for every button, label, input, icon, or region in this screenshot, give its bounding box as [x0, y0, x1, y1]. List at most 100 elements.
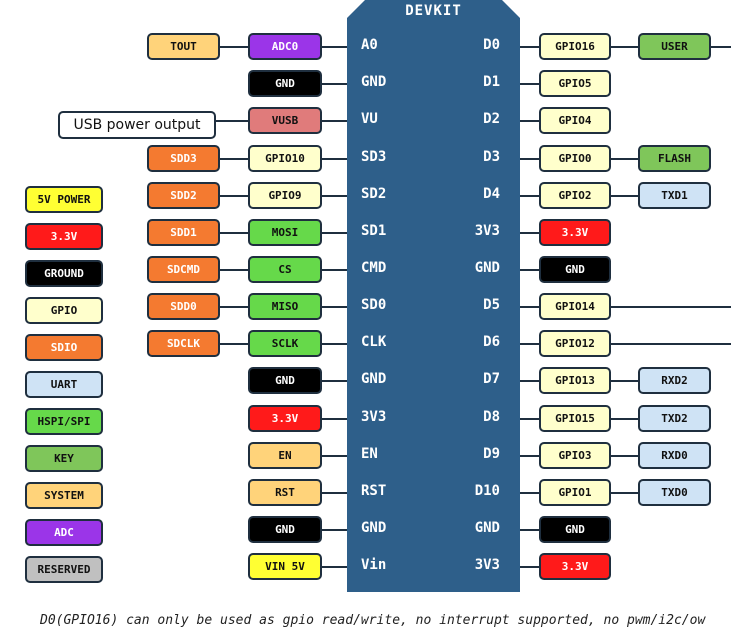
legend-item: UART	[25, 371, 103, 398]
pin-connector-line	[220, 195, 248, 197]
pin-connector-line	[611, 195, 638, 197]
board-pin-label-left: Vin	[361, 557, 387, 573]
left-alt-function-box: SDD3	[147, 145, 220, 172]
pin-connector-line	[520, 566, 539, 568]
board-pin-label-right: D5	[483, 297, 500, 313]
left-function-box: GPIO10	[248, 145, 322, 172]
board-pin-label-right: D1	[483, 74, 500, 90]
legend-item: ADC	[25, 519, 103, 546]
board-pin-label-left: CLK	[361, 334, 387, 350]
pin-connector-line	[220, 46, 248, 48]
pin-connector-line	[611, 455, 638, 457]
devkit-board	[347, 0, 520, 592]
right-function-box: GPIO1	[539, 479, 611, 506]
right-alt-function-box: TXD0	[638, 479, 711, 506]
board-pin-label-right: D10	[474, 483, 500, 499]
pin-connector-line	[220, 232, 248, 234]
legend-item: SDIO	[25, 334, 103, 361]
pin-connector-line	[216, 120, 248, 122]
board-pin-label-left: A0	[361, 37, 378, 53]
board-pin-label-right: GND	[474, 260, 500, 276]
board-pin-label-right: D7	[483, 371, 500, 387]
pin-connector-line	[322, 83, 347, 85]
pin-connector-line	[322, 418, 347, 420]
pin-connector-line	[520, 232, 539, 234]
pin-connector-line	[611, 158, 638, 160]
left-function-box: SCLK	[248, 330, 322, 357]
legend-item: GPIO	[25, 297, 103, 324]
left-function-box: MISO	[248, 293, 322, 320]
pin-connector-line	[520, 492, 539, 494]
pin-connector-line	[220, 343, 248, 345]
legend-item: 5V POWER	[25, 186, 103, 213]
board-pin-label-left: SD2	[361, 186, 387, 202]
right-function-box: GPIO4	[539, 107, 611, 134]
left-alt-function-box: SDD1	[147, 219, 220, 246]
pin-connector-line	[611, 492, 638, 494]
left-function-box: ADC0	[248, 33, 322, 60]
right-function-box: GPIO15	[539, 405, 611, 432]
board-pin-label-left: VU	[361, 111, 378, 127]
board-pin-label-left: 3V3	[361, 409, 387, 425]
pin-connector-line	[520, 120, 539, 122]
pin-connector-line	[711, 46, 731, 48]
left-function-box: EN	[248, 442, 322, 469]
board-pin-label-right: D6	[483, 334, 500, 350]
left-alt-function-box: TOUT	[147, 33, 220, 60]
pin-connector-line	[611, 306, 731, 308]
left-function-box: 3.3V	[248, 405, 322, 432]
pin-connector-line	[520, 380, 539, 382]
left-function-box: MOSI	[248, 219, 322, 246]
right-alt-function-box: FLASH	[638, 145, 711, 172]
right-alt-function-box: RXD0	[638, 442, 711, 469]
pin-connector-line	[322, 232, 347, 234]
pin-connector-line	[220, 158, 248, 160]
pin-connector-line	[611, 418, 638, 420]
board-pin-label-left: RST	[361, 483, 387, 499]
left-function-box: VIN 5V	[248, 553, 322, 580]
legend-item: GROUND	[25, 260, 103, 287]
pin-connector-line	[520, 306, 539, 308]
left-alt-function-box: SDD2	[147, 182, 220, 209]
left-alt-function-box: SDCLK	[147, 330, 220, 357]
right-alt-function-box: USER	[638, 33, 711, 60]
left-function-box: GND	[248, 516, 322, 543]
pin-connector-line	[322, 120, 347, 122]
pin-connector-line	[520, 529, 539, 531]
board-pin-label-left: SD0	[361, 297, 387, 313]
pin-connector-line	[220, 269, 248, 271]
right-function-box: GND	[539, 516, 611, 543]
left-alt-function-box: SDD0	[147, 293, 220, 320]
pin-connector-line	[322, 195, 347, 197]
board-pin-label-right: D0	[483, 37, 500, 53]
board-pin-label-right: 3V3	[474, 223, 500, 239]
legend-item: 3.3V	[25, 223, 103, 250]
usb-power-output-label: USB power output	[58, 111, 216, 139]
board-pin-label-left: EN	[361, 446, 378, 462]
left-function-box: GPIO9	[248, 182, 322, 209]
left-function-box: RST	[248, 479, 322, 506]
pin-connector-line	[520, 158, 539, 160]
right-alt-function-box: TXD1	[638, 182, 711, 209]
pin-connector-line	[322, 455, 347, 457]
pin-connector-line	[322, 492, 347, 494]
pin-connector-line	[322, 269, 347, 271]
right-function-box: GPIO0	[539, 145, 611, 172]
board-pin-label-right: GND	[474, 520, 500, 536]
legend-item: KEY	[25, 445, 103, 472]
board-title: DEVKIT	[405, 3, 462, 19]
board-pin-label-right: D8	[483, 409, 500, 425]
pin-connector-line	[322, 158, 347, 160]
board-pin-label-left: SD3	[361, 149, 387, 165]
right-function-box: GPIO16	[539, 33, 611, 60]
pin-connector-line	[611, 343, 731, 345]
left-function-box: CS	[248, 256, 322, 283]
board-pin-label-right: D9	[483, 446, 500, 462]
left-function-box: VUSB	[248, 107, 322, 134]
board-pin-label-right: D2	[483, 111, 500, 127]
board-pin-label-right: D4	[483, 186, 500, 202]
pin-connector-line	[220, 306, 248, 308]
right-function-box: GPIO2	[539, 182, 611, 209]
legend-item: SYSTEM	[25, 482, 103, 509]
left-function-box: GND	[248, 70, 322, 97]
